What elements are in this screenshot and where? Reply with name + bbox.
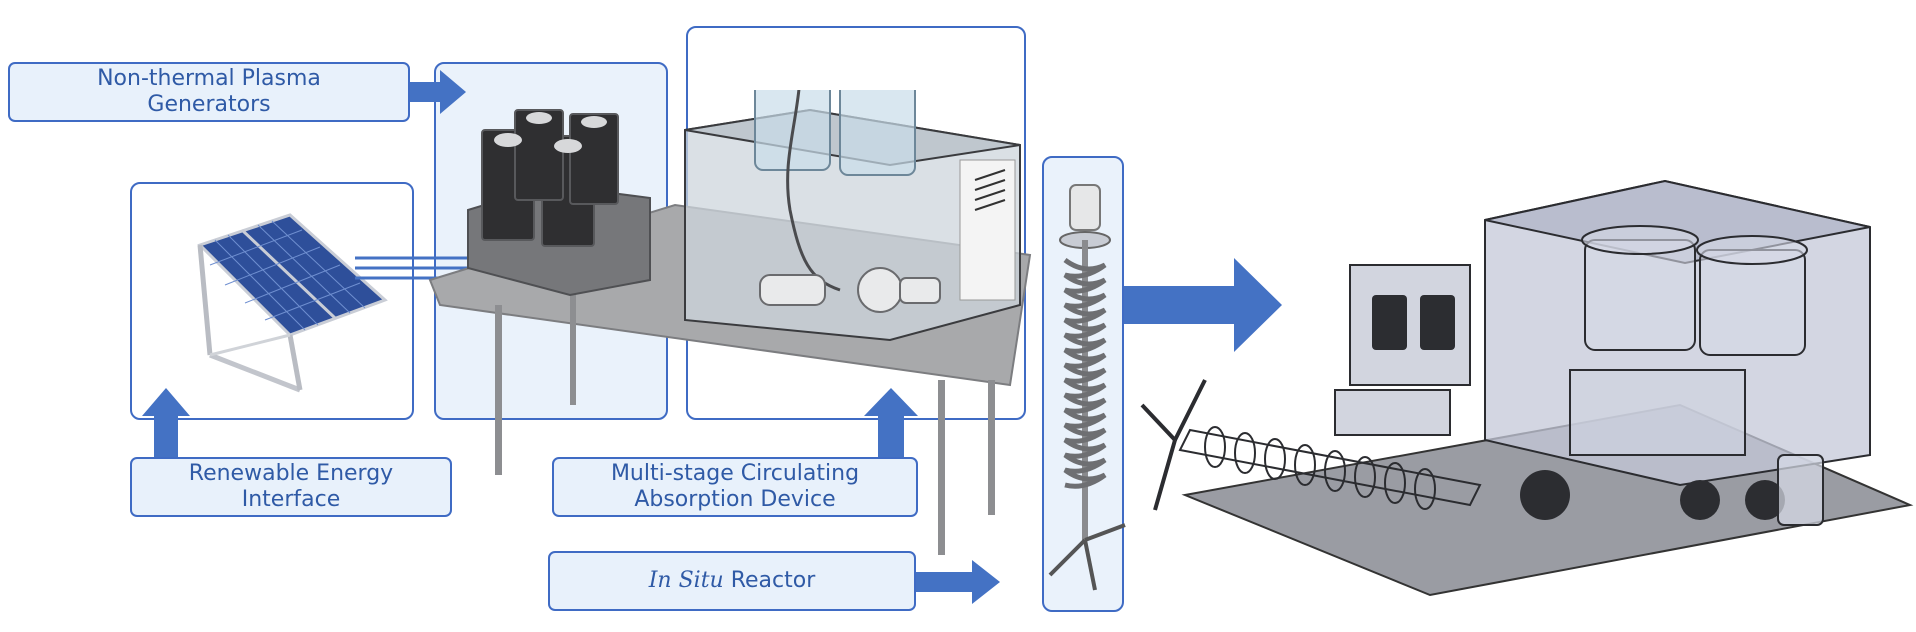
in-situ-reactor-label: In Situ Reactor <box>548 551 916 611</box>
renewable-arrow <box>142 388 190 458</box>
transparent-3d-model-image <box>1140 179 1914 597</box>
system-assembly-image <box>428 90 1032 555</box>
absorption-arrow <box>864 388 918 458</box>
reactor-text: Reactor <box>730 568 816 593</box>
solar-panel-image <box>197 213 388 393</box>
in-situ-prefix: In Situ <box>648 568 724 593</box>
reactor-arrow <box>916 560 1000 604</box>
reactor-screw-image <box>1048 184 1126 591</box>
transition-arrow <box>1124 258 1282 352</box>
plasma-arrow <box>410 70 466 114</box>
